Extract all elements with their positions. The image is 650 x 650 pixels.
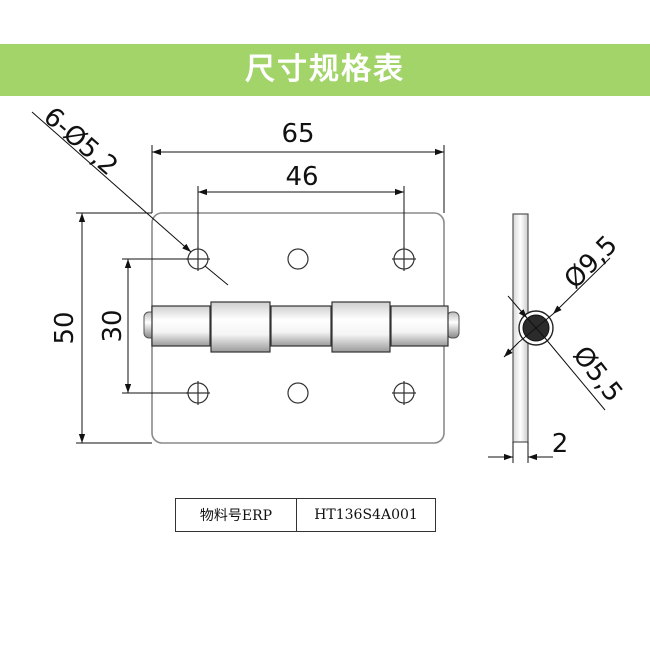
- dimension-height-total: [76, 212, 152, 444]
- mounting-hole: [287, 248, 309, 270]
- mounting-holes: [186, 247, 416, 405]
- dimension-height-inner: [122, 258, 188, 394]
- mounting-hole: [392, 247, 416, 271]
- dimension-width-total-label: 65: [281, 119, 314, 149]
- page-title: 尺寸规格表: [245, 52, 405, 87]
- erp-value-cell: HT136S4A001: [296, 498, 436, 532]
- dimension-height-inner-label: 30: [98, 309, 128, 342]
- pin-outer-diameter-label: Ø9,5: [559, 230, 624, 295]
- pin-inner-diameter-leader: [507, 295, 606, 411]
- hole-callout-label: 6-Ø5,2: [37, 102, 123, 182]
- dimension-height-total-label: 50: [50, 311, 80, 344]
- hinge-front-view: [143, 212, 460, 444]
- erp-label-cell: 物料号ERP: [175, 498, 297, 532]
- hinge-knuckle: [143, 301, 460, 353]
- dimension-thickness: [488, 442, 553, 463]
- hinge-side-view: [512, 213, 554, 443]
- table-row: 物料号ERP HT136S4A001: [175, 498, 436, 532]
- product-info-table: 物料号ERP HT136S4A001: [175, 498, 436, 532]
- dimension-hole-spacing-label: 46: [285, 162, 318, 192]
- dimension-hole-spacing: [197, 186, 405, 248]
- mounting-hole: [287, 382, 309, 404]
- title-banner: 尺寸规格表: [0, 44, 650, 96]
- hole-callout-leader: [31, 111, 229, 286]
- mounting-hole: [392, 381, 416, 405]
- dimension-width-total: [151, 145, 445, 213]
- dimension-thickness-label: 2: [552, 429, 569, 459]
